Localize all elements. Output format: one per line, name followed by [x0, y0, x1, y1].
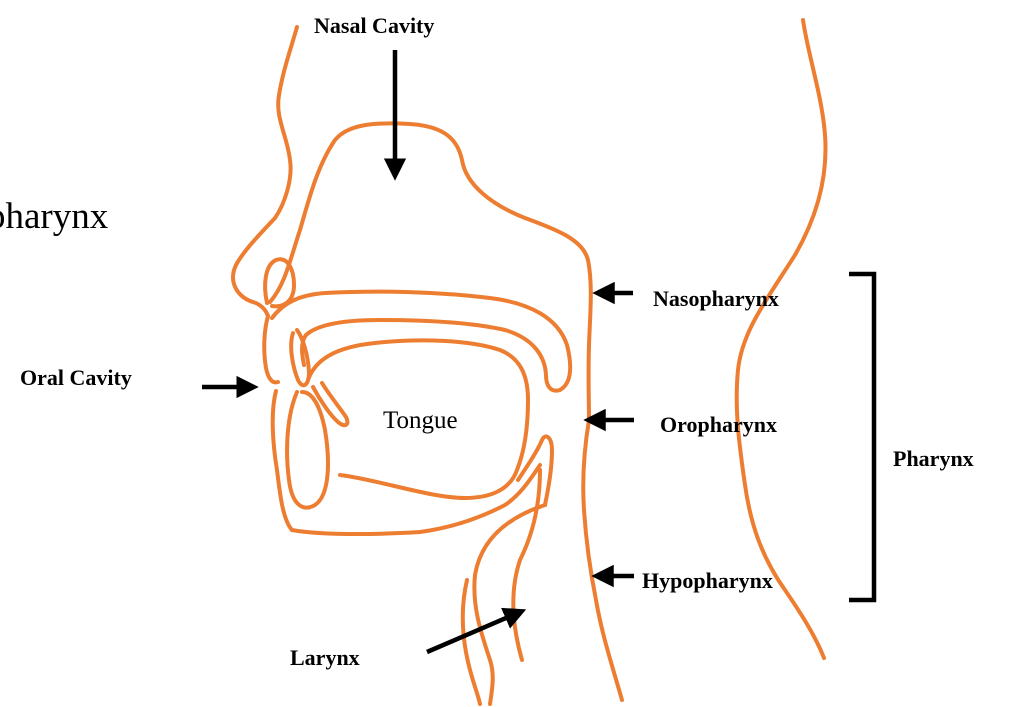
nasal-cavity-label: Nasal Cavity — [314, 13, 434, 38]
larynx-inner — [513, 470, 540, 660]
larynx-arrow — [427, 612, 520, 652]
larynx-label: Larynx — [290, 645, 360, 670]
lower-tooth — [287, 392, 328, 508]
oropharynx-label: Oropharynx — [660, 412, 777, 437]
pharynx-bracket — [849, 274, 874, 600]
back-of-neck — [737, 20, 826, 658]
pharynx-posterior-wall — [583, 420, 622, 700]
nasopharynx-label: Nasopharynx — [653, 286, 779, 311]
nasal-cavity-outline — [270, 123, 591, 420]
hypopharynx-label: Hypopharynx — [642, 568, 773, 593]
head-outlines — [233, 20, 825, 704]
larynx-front — [474, 505, 545, 704]
labels: Nasal Cavity Oral Cavity Tongue Nasophar… — [20, 13, 974, 670]
clipped-left-label: pharynx — [0, 196, 109, 237]
upper-tooth — [291, 330, 309, 385]
pharynx-label: Pharynx — [893, 446, 974, 471]
oral-cavity-label: Oral Cavity — [20, 365, 132, 390]
upper-lip — [264, 316, 278, 382]
neck-front-lower — [463, 580, 480, 704]
tongue-label: Tongue — [383, 407, 458, 434]
